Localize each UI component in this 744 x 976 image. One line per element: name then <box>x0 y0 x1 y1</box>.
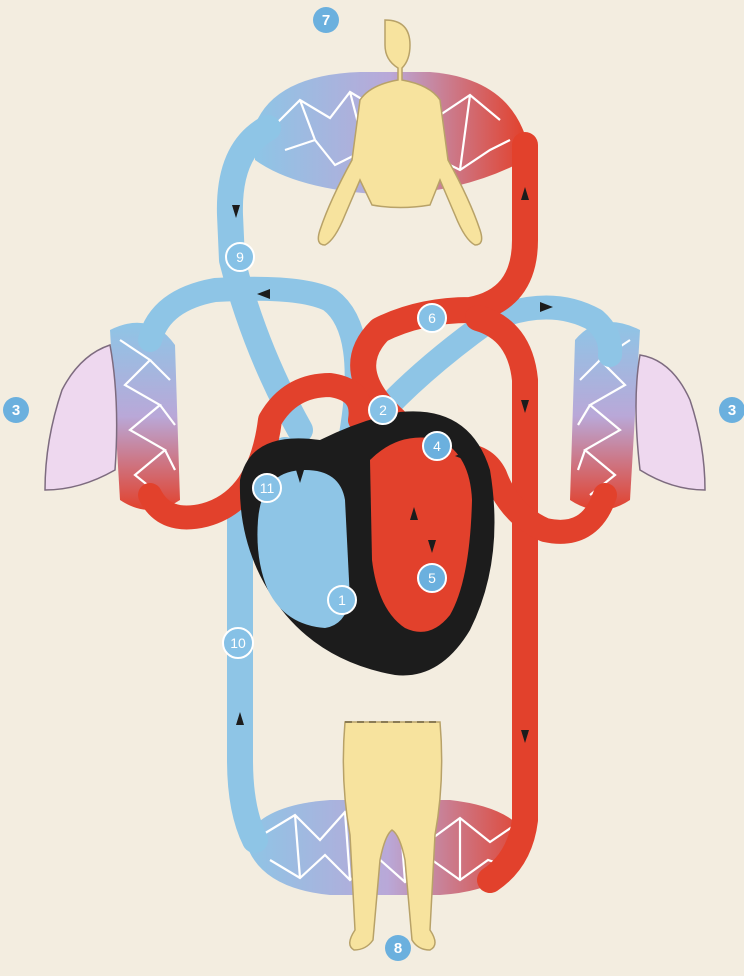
label-8-text: 8 <box>394 940 402 957</box>
label-4-text: 4 <box>433 438 441 454</box>
label-badge-8: 8 <box>385 935 411 961</box>
label-badge-1: 1 <box>328 586 356 614</box>
label-badge-10: 10 <box>223 628 253 658</box>
heart-icon <box>240 411 495 675</box>
label-badge-5: 5 <box>418 564 446 592</box>
right-lung-icon <box>636 355 705 490</box>
label-badge-9: 9 <box>226 243 254 271</box>
label-3-left-text: 3 <box>12 402 20 419</box>
label-badge-7: 7 <box>313 7 339 33</box>
label-badge-2: 2 <box>369 396 397 424</box>
left-lung-icon <box>45 345 117 490</box>
label-badge-4: 4 <box>423 432 451 460</box>
label-badge-11: 11 <box>253 474 281 502</box>
label-badge-6: 6 <box>418 304 446 332</box>
label-11-text: 11 <box>260 480 275 496</box>
label-6-text: 6 <box>428 310 436 326</box>
label-badge-3-left: 3 <box>3 397 29 423</box>
label-3-right-text: 3 <box>728 402 736 419</box>
label-2-text: 2 <box>379 402 387 418</box>
label-7-text: 7 <box>322 12 330 29</box>
label-9-text: 9 <box>236 249 244 265</box>
label-1-text: 1 <box>338 592 346 608</box>
label-10-text: 10 <box>230 635 246 651</box>
label-5-text: 5 <box>428 570 436 586</box>
label-badge-3-right: 3 <box>719 397 744 423</box>
